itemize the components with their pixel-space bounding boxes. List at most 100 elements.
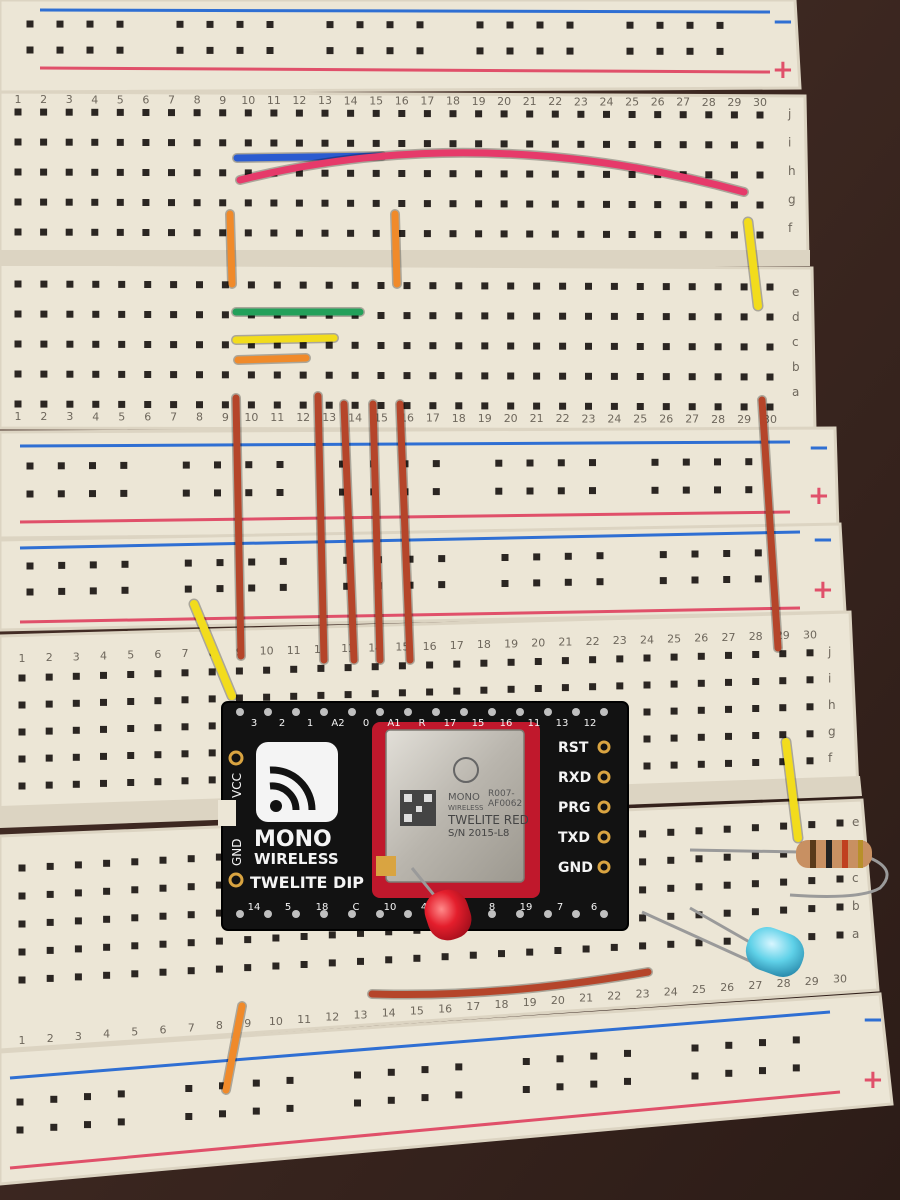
column-number: 1 [19,652,26,665]
column-number: 24 [607,412,621,425]
module-bottom-pin-label: 5 [285,902,291,913]
breadboard-hole [46,918,54,926]
breadboard-hole [181,696,189,704]
breadboard-hole [72,672,80,680]
module-top-pin-label: 2 [279,718,285,729]
jumper-wire [391,210,401,288]
breadboard-hole [455,342,463,350]
breadboard-hole [40,400,48,408]
breadboard-hole [385,928,393,936]
resistor [689,840,889,898]
breadboard-hole [347,229,355,237]
module-brand-line1: MONO [254,827,332,852]
module-notch [218,800,236,826]
breadboard-hole [403,342,411,350]
breadboard-hole [559,342,567,350]
breadboard-hole [536,21,544,29]
breadboard-hole [745,458,753,466]
breadboard-hole [221,341,229,349]
breadboard-hole [170,401,178,409]
breadboard-hole [551,200,559,208]
breadboard-hole [244,936,252,944]
breadboard-hole [46,974,54,982]
breadboard-hole [500,170,508,178]
rail-plus-sign: + [862,1065,884,1095]
breadboard-hole [215,937,223,945]
breadboard-hole [705,141,713,149]
breadboard-hole [154,778,162,786]
breadboard-hole [423,110,431,118]
breadboard-hole [449,140,457,148]
breadboard-hole [610,282,618,290]
breadboard-hole [219,199,227,207]
breadboard-hole [667,828,675,836]
breadboard-hole [91,228,99,236]
column-number: 5 [117,93,124,106]
module-pin [264,708,272,716]
breadboard-hole [643,708,651,716]
column-number: 2 [40,93,47,106]
breadboard-hole [679,141,687,149]
breadboard-hole [216,585,224,593]
breadboard-hole [643,762,651,770]
breadboard-hole [18,892,26,900]
jumper-wire [314,392,328,664]
breadboard-hole [507,282,515,290]
breadboard-hole [636,403,644,410]
breadboard-hole [495,459,503,467]
breadboard-hole [533,579,541,587]
breadboard-hole [475,230,483,238]
breadboard-hole [526,230,534,238]
row-letter: i [788,136,791,150]
module-pin [572,708,580,716]
breadboard-hole [120,461,128,469]
breadboard-hole [266,21,274,28]
breadboard-hole [643,654,651,662]
breadboard-hole [426,661,434,669]
breadboard-hole [766,313,774,321]
breadboard-hole [589,683,597,691]
breadboard-hole [273,281,281,289]
module-brand-line2: WIRELESS [254,850,339,868]
column-number: 22 [548,95,562,108]
twelite-red-shield [385,729,525,883]
breadboard-hole [714,313,722,321]
breadboard-hole [74,945,82,953]
breadboard-hole [806,703,814,711]
breadboard-hole [526,140,534,148]
module-pin-vcc-label: VCC [230,773,244,798]
breadboard-hole [84,1121,91,1129]
breadboard-hole [610,342,618,350]
jumper-wire [744,218,762,310]
breadboard-hole [214,461,221,469]
breadboard-hole [564,552,572,560]
breadboard-hole [299,341,307,349]
breadboard-hole [714,486,721,494]
breadboard-hole [187,855,195,863]
breadboard-hole [118,280,126,288]
breadboard-hole [740,343,748,351]
breadboard-hole [181,777,189,785]
breadboard-hole [406,555,414,563]
breadboard-hole [89,587,97,595]
module-pin [320,708,328,716]
breadboard-hole [118,310,126,318]
jumper-wire [396,400,414,664]
breadboard-hole [50,1123,58,1131]
breadboard-hole [181,669,189,677]
breadboard-hole [193,169,201,177]
breadboard-hole [480,686,488,694]
module-pad [597,830,611,844]
breadboard-hole [168,109,175,117]
breadboard-hole [170,341,178,349]
column-number: 12 [325,1011,339,1024]
breadboard-hole [779,677,787,685]
breadboard-hole [184,559,192,567]
column-number: 21 [579,992,593,1005]
jumper-wire [232,394,245,660]
breadboard-hole [695,855,703,863]
breadboard-hole [89,462,96,470]
breadboard-hole [639,886,647,894]
breadboard-hole [507,342,515,350]
module-bottom-pin-label: 4 [421,902,427,913]
